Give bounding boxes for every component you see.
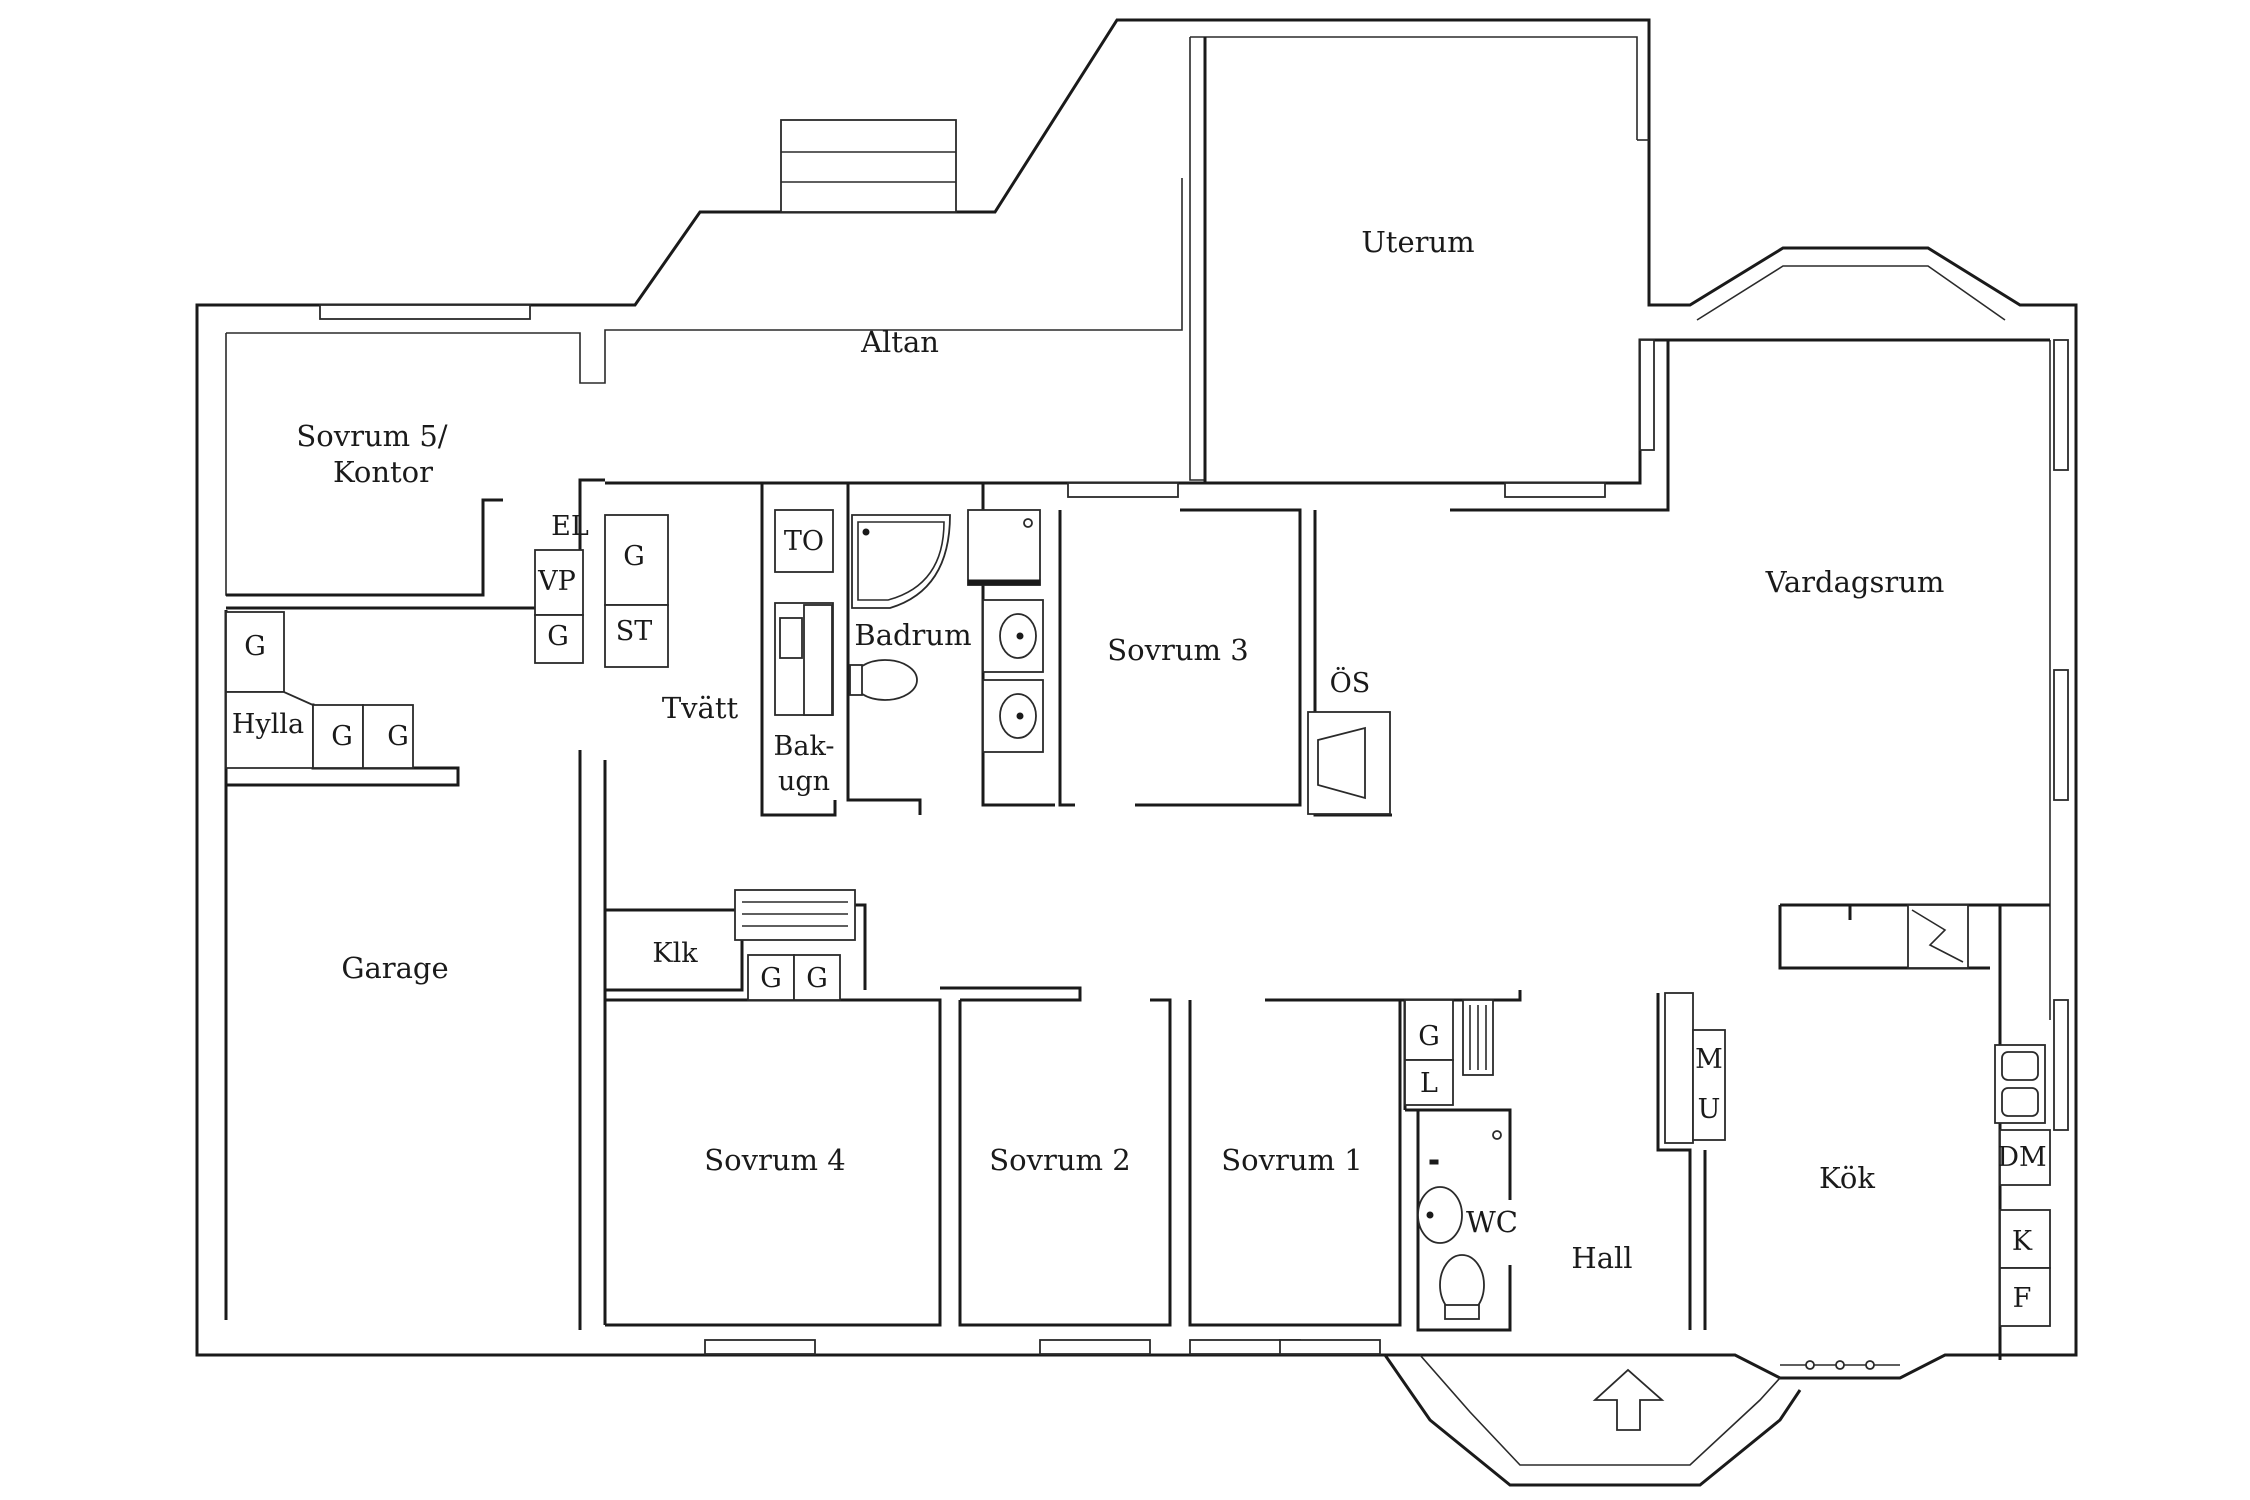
entrance-arrow-icon <box>1592 1368 1665 1431</box>
label-el: EL <box>551 511 589 542</box>
label-dm: DM <box>1997 1142 2046 1173</box>
label-os: ÖS <box>1330 665 1371 699</box>
window-marks <box>319 304 2069 1355</box>
vp-box <box>534 549 584 616</box>
label-vp: VP <box>537 566 576 597</box>
label-g-garage-2: G <box>331 721 353 752</box>
label-f: F <box>2013 1283 2032 1314</box>
label-altan: Altan <box>860 325 939 359</box>
label-badrum: Badrum <box>854 618 971 652</box>
mu-box <box>1692 1029 1726 1141</box>
label-uterum: Uterum <box>1361 225 1474 259</box>
f-box <box>1999 1267 2051 1327</box>
small-appliance <box>779 617 803 659</box>
label-sovrum5-line2: Kontor <box>333 455 433 489</box>
label-to: TO <box>784 526 824 557</box>
g-box-el <box>534 614 584 664</box>
wardrobe-mu <box>1664 992 1694 1144</box>
label-sovrum5-line1: Sovrum 5/ <box>296 419 447 453</box>
label-klk: Klk <box>652 938 698 969</box>
dm-box <box>1999 1129 2051 1186</box>
label-kok: Kök <box>1819 1161 1875 1195</box>
to-box <box>774 509 834 573</box>
room-labels: Altan Uterum Sovrum 5/ Kontor Vardagsrum… <box>296 225 1944 1275</box>
label-k: K <box>2012 1226 2033 1257</box>
label-sovrum3: Sovrum 3 <box>1107 633 1248 667</box>
l-box <box>1404 1059 1454 1106</box>
label-bakugn-line1: Bak- <box>774 731 835 762</box>
label-sovrum4: Sovrum 4 <box>704 1143 845 1177</box>
label-g-klk-1: G <box>760 963 782 994</box>
label-hall: Hall <box>1571 1241 1632 1275</box>
label-sovrum2: Sovrum 2 <box>989 1143 1130 1177</box>
label-g-garage-3: G <box>387 721 409 752</box>
label-g-el: G <box>547 621 569 652</box>
label-bakugn-line2: ugn <box>778 766 830 797</box>
g-box-hall <box>1404 999 1454 1061</box>
label-hylla: Hylla <box>232 709 304 740</box>
interior-walls <box>224 37 2050 1360</box>
fixtures <box>225 509 2051 1431</box>
st-box <box>604 604 669 668</box>
label-l: L <box>1420 1068 1438 1099</box>
counter <box>803 604 833 716</box>
g-box-klk-2 <box>793 954 841 1001</box>
outer-walls <box>195 18 2078 1487</box>
label-wc: WC <box>1466 1205 1518 1239</box>
fixture-labels: EL VP G G ST TO G Hylla G G Bak- ugn ÖS … <box>232 511 2047 1314</box>
k-box <box>1999 1209 2051 1269</box>
label-vardagsrum: Vardagsrum <box>1765 565 1945 599</box>
label-g-st: G <box>623 541 645 572</box>
label-m: M <box>1695 1044 1723 1075</box>
label-g-klk-2: G <box>806 963 828 994</box>
label-u: U <box>1698 1094 1721 1125</box>
label-tvatt: Tvätt <box>662 691 739 725</box>
g-box-garage-3 <box>362 704 414 769</box>
label-sovrum1: Sovrum 1 <box>1221 1143 1362 1177</box>
label-g-hall: G <box>1418 1021 1440 1052</box>
label-st: ST <box>616 616 653 647</box>
g-box-st-top <box>604 514 669 606</box>
corner-bathtub <box>851 514 951 609</box>
label-g-garage-1: G <box>244 631 266 662</box>
radiator-klk <box>734 889 856 941</box>
g-box-garage-2 <box>312 704 364 769</box>
wc-sink <box>1417 1186 1463 1244</box>
label-garage: Garage <box>341 951 448 985</box>
